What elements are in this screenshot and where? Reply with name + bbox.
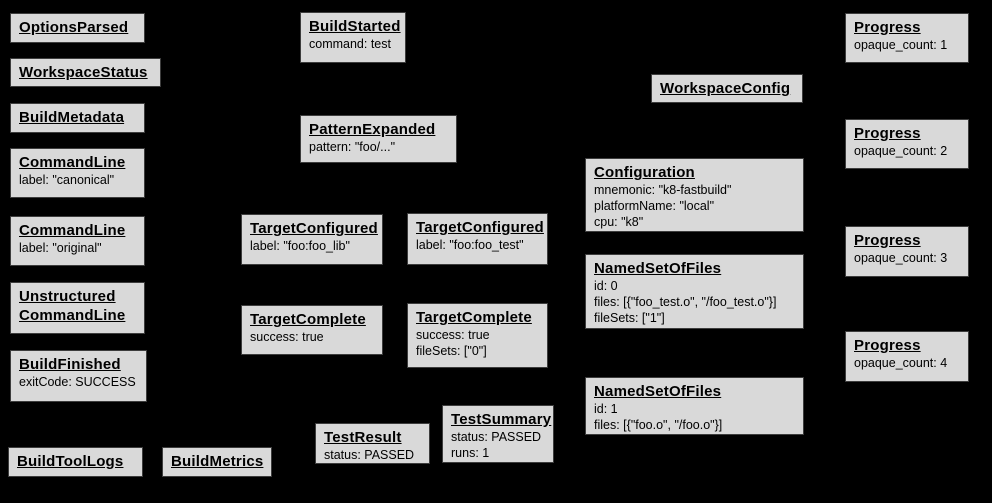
- event-fields: opaque_count: 1: [854, 37, 962, 53]
- event-box-unstructured-command-line: Unstructured CommandLine: [10, 282, 145, 334]
- event-field: opaque_count: 3: [854, 251, 948, 265]
- event-field: id: 0: [594, 279, 618, 293]
- event-title: TargetConfigured: [416, 219, 544, 236]
- event-field: fileSets: ["0"]: [416, 344, 487, 358]
- event-box-target-complete-foo-lib: TargetComplete success: true: [241, 305, 383, 355]
- event-field: exitCode: SUCCESS: [19, 375, 136, 389]
- event-fields: success: true: [250, 329, 376, 345]
- event-field: files: [{"foo.o", "/foo.o"}]: [594, 418, 723, 432]
- event-field: pattern: "foo/...": [309, 140, 396, 154]
- event-title: OptionsParsed: [19, 19, 129, 36]
- event-title: Unstructured CommandLine: [19, 288, 126, 324]
- event-box-pattern-expanded: PatternExpanded pattern: "foo/...": [300, 115, 457, 163]
- event-title: Progress: [854, 125, 921, 142]
- event-fields: status: PASSED: [324, 447, 423, 463]
- event-box-progress-3: Progress opaque_count: 3: [845, 226, 969, 277]
- event-field: runs: 1: [451, 446, 490, 460]
- event-box-target-configured-foo-lib: TargetConfigured label: "foo:foo_lib": [241, 214, 383, 265]
- event-fields: label: "foo:foo_test": [416, 237, 541, 253]
- event-title: Configuration: [594, 164, 695, 181]
- event-title: Progress: [854, 232, 921, 249]
- event-fields: opaque_count: 3: [854, 250, 962, 266]
- event-box-named-set-of-files-1: NamedSetOfFiles id: 1 files: [{"foo.o", "…: [585, 377, 804, 435]
- event-box-progress-2: Progress opaque_count: 2: [845, 119, 969, 169]
- event-box-workspace-status: WorkspaceStatus: [10, 58, 161, 87]
- event-fields: mnemonic: "k8-fastbuild" platformName: "l…: [594, 182, 797, 230]
- event-fields: label: "original": [19, 240, 138, 256]
- event-field: platformName: "local": [594, 199, 715, 213]
- event-box-options-parsed: OptionsParsed: [10, 13, 145, 43]
- event-title: NamedSetOfFiles: [594, 383, 722, 400]
- event-title: BuildMetadata: [19, 109, 125, 126]
- event-title: TargetComplete: [416, 309, 532, 326]
- event-field: success: true: [250, 330, 324, 344]
- event-title: BuildStarted: [309, 18, 401, 35]
- event-fields: pattern: "foo/...": [309, 139, 450, 155]
- event-box-progress-1: Progress opaque_count: 1: [845, 13, 969, 63]
- event-title: TargetConfigured: [250, 220, 378, 237]
- event-box-command-line-original: CommandLine label: "original": [10, 216, 145, 266]
- event-field: mnemonic: "k8-fastbuild": [594, 183, 732, 197]
- event-fields: label: "canonical": [19, 172, 138, 188]
- event-fields: id: 1 files: [{"foo.o", "/foo.o"}]: [594, 401, 797, 433]
- event-title: BuildToolLogs: [17, 453, 124, 470]
- event-field: label: "foo:foo_test": [416, 238, 524, 252]
- event-box-target-configured-foo-test: TargetConfigured label: "foo:foo_test": [407, 213, 548, 265]
- event-field: fileSets: ["1"]: [594, 311, 665, 325]
- event-box-build-finished: BuildFinished exitCode: SUCCESS: [10, 350, 147, 402]
- event-fields: status: PASSED runs: 1: [451, 429, 547, 461]
- event-title: CommandLine: [19, 154, 126, 171]
- event-fields: label: "foo:foo_lib": [250, 238, 376, 254]
- event-title: WorkspaceConfig: [660, 80, 791, 97]
- event-fields: id: 0 files: [{"foo_test.o", "/foo_test.o…: [594, 278, 797, 326]
- event-field: opaque_count: 2: [854, 144, 948, 158]
- event-box-build-tool-logs: BuildToolLogs: [8, 447, 143, 477]
- event-title: BuildFinished: [19, 356, 121, 373]
- event-field: success: true: [416, 328, 490, 342]
- event-title: NamedSetOfFiles: [594, 260, 722, 277]
- event-title: TestSummary: [451, 411, 552, 428]
- event-title: PatternExpanded: [309, 121, 436, 138]
- event-box-named-set-of-files-0: NamedSetOfFiles id: 0 files: [{"foo_test.…: [585, 254, 804, 329]
- event-title: TargetComplete: [250, 311, 366, 328]
- event-box-configuration: Configuration mnemonic: "k8-fastbuild" pl…: [585, 158, 804, 232]
- event-title: TestResult: [324, 429, 402, 446]
- event-field: label: "original": [19, 241, 102, 255]
- event-box-build-metadata: BuildMetadata: [10, 103, 145, 133]
- event-field: opaque_count: 1: [854, 38, 948, 52]
- event-box-build-started: BuildStarted command: test: [300, 12, 406, 63]
- event-field: opaque_count: 4: [854, 356, 948, 370]
- event-title: WorkspaceStatus: [19, 64, 148, 81]
- event-field: files: [{"foo_test.o", "/foo_test.o"}]: [594, 295, 777, 309]
- event-field: label: "canonical": [19, 173, 115, 187]
- event-field: status: PASSED: [451, 430, 542, 444]
- event-fields: success: true fileSets: ["0"]: [416, 327, 541, 359]
- event-box-progress-4: Progress opaque_count: 4: [845, 331, 969, 382]
- event-field: label: "foo:foo_lib": [250, 239, 350, 253]
- event-fields: exitCode: SUCCESS: [19, 374, 140, 390]
- event-title: Progress: [854, 337, 921, 354]
- event-title: Progress: [854, 19, 921, 36]
- event-field: command: test: [309, 37, 391, 51]
- event-title: CommandLine: [19, 222, 126, 239]
- event-fields: opaque_count: 2: [854, 143, 962, 159]
- event-box-target-complete-foo-test: TargetComplete success: true fileSets: ["…: [407, 303, 548, 368]
- event-field: status: PASSED: [324, 448, 415, 462]
- event-fields: opaque_count: 4: [854, 355, 962, 371]
- event-fields: command: test: [309, 36, 399, 52]
- event-box-test-result: TestResult status: PASSED: [315, 423, 430, 464]
- event-box-test-summary: TestSummary status: PASSED runs: 1: [442, 405, 554, 463]
- event-box-command-line-canonical: CommandLine label: "canonical": [10, 148, 145, 198]
- event-field: id: 1: [594, 402, 618, 416]
- event-box-workspace-config: WorkspaceConfig: [651, 74, 803, 103]
- event-title: BuildMetrics: [171, 453, 264, 470]
- event-box-build-metrics: BuildMetrics: [162, 447, 272, 477]
- event-field: cpu: "k8": [594, 215, 644, 229]
